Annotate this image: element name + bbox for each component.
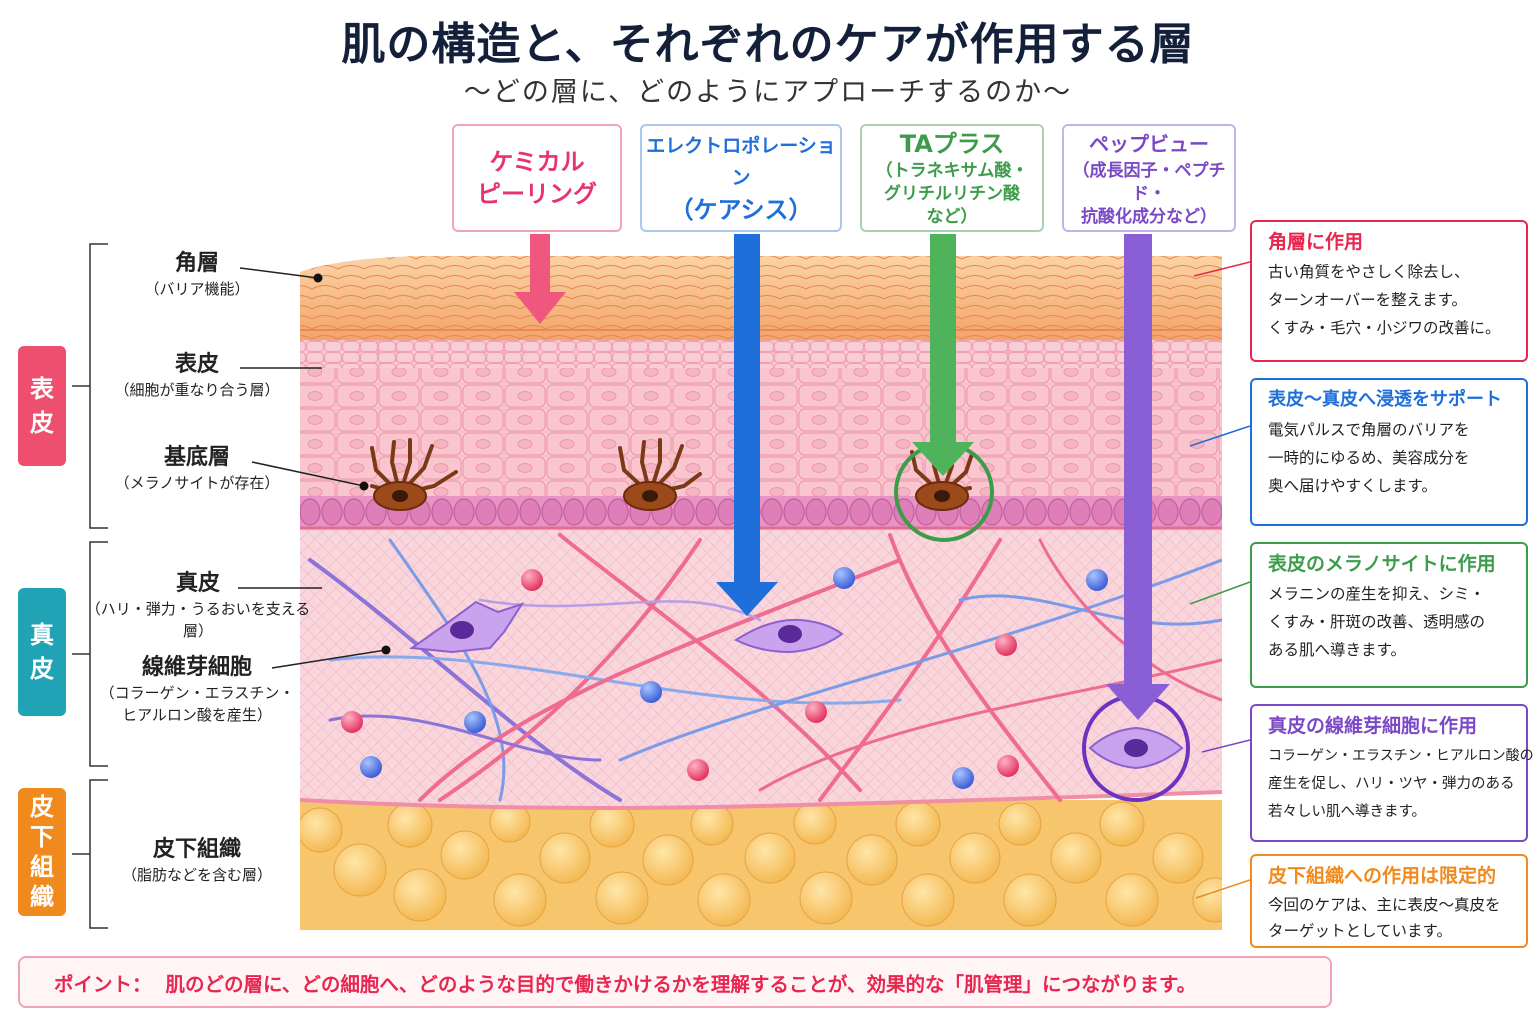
melanocyte-cell-1: [370, 438, 458, 511]
tag-dermis: 真 皮: [18, 588, 66, 716]
point-banner: ポイント： 肌のどの層に、どの細胞へ、どのような目的で働きかけるかを理解すること…: [18, 956, 1332, 1008]
label-subcutaneous: 皮下組織 （脂肪などを含む層）: [121, 837, 272, 884]
arrow-pepview: [1106, 234, 1170, 720]
point-label: ポイント：: [54, 972, 152, 996]
page-subtitle: 〜どの層に、どのようにアプローチするのか〜: [463, 77, 1073, 108]
treatment-electroporation: エレクトロポレーション （ケアシス）: [640, 124, 842, 232]
dermis-fibers: [308, 533, 1222, 802]
melanocyte-cell-2: [618, 438, 702, 511]
dermis-particles: [341, 567, 1108, 789]
effect-pointer-lines: [1189, 261, 1251, 899]
effect-stratum-corneum: 角層に作用 古い角質をやさしく除去し、 ターンオーバーを整えます。 くすみ・毛穴…: [1250, 220, 1528, 362]
arrow-chemical-peeling: [514, 234, 566, 324]
arrow-ta-plus: [912, 234, 974, 476]
treatment-ta-plus: TAプラス （トラネキサム酸・ グリチルリチン酸 など）: [860, 124, 1044, 232]
effect-melanocyte: 表皮のメラノサイトに作用 メラニンの産生を抑え、シミ・ くすみ・肝斑の改善、透明…: [1250, 542, 1528, 688]
effect-subcutaneous: 皮下組織への作用は限定的 今回のケアは、主に表皮〜真皮を ターゲットとしています…: [1250, 854, 1528, 948]
treatment-pepview: ペップビュー （成長因子・ペプチド・ 抗酸化成分など）: [1062, 124, 1236, 232]
tag-epidermis: 表 皮: [18, 346, 66, 466]
page-title: 肌の構造と、それぞれのケアが作用する層: [341, 19, 1195, 70]
fibroblast-cell-2: [733, 618, 844, 654]
effect-permeation: 表皮〜真皮へ浸透をサポート 電気パルスで角層のバリアを 一時的にゆるめ、美容成分…: [1250, 378, 1528, 526]
label-stratum-corneum: 角層 （バリア機能）: [144, 251, 250, 298]
arrow-electroporation: [716, 234, 778, 616]
effect-fibroblast: 真皮の線維芽細胞に作用 コラーゲン・エラスチン・ヒアルロン酸の 産生を促し、ハリ…: [1250, 704, 1534, 842]
fat-cells: [300, 801, 1222, 927]
tag-subcutaneous: 皮 下 組 織: [18, 788, 66, 916]
label-basal-layer: 基底層 （メラノサイトが存在）: [114, 445, 280, 492]
treatment-chemical-peeling: ケミカル ピーリング: [452, 124, 622, 232]
fibroblast-cell-1: [409, 600, 525, 654]
label-epidermis: 表皮 （細胞が重なり合う層）: [114, 352, 280, 399]
label-fibroblast: 線維芽細胞 （コラーゲン・エラスチン・ ヒアルロン酸を産生）: [99, 655, 295, 724]
layer-brackets: [72, 243, 108, 929]
fibroblast-cell-3: [1088, 726, 1184, 770]
point-text: 肌のどの層に、どの細胞へ、どのような目的で働きかけるかを理解することが、効果的な…: [165, 972, 1197, 996]
label-leader-lines: [238, 267, 391, 669]
label-dermis: 真皮 （ハリ・弾力・うるおいを支える層）: [85, 571, 311, 640]
